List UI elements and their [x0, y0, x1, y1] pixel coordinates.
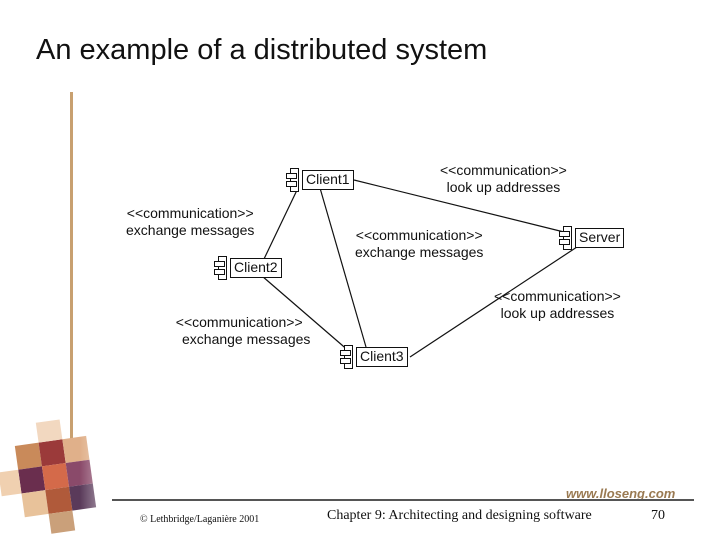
decorative-quilt-graphic	[0, 419, 130, 540]
edge-server-client3	[409, 244, 581, 358]
edge-label-stereotype: <<communication>>	[126, 205, 254, 221]
edge-label-stereotype: <<communication>>	[494, 288, 621, 304]
edge-label-stereotype: <<communication>>	[175, 314, 303, 330]
footer-copyright: © Lethbridge/Laganière 2001	[140, 514, 260, 525]
node-client3-label: Client3	[356, 347, 408, 367]
edge-label-server-client3: <<communication>> look up addresses	[494, 288, 621, 322]
footer-rule	[112, 499, 694, 501]
edge-label-client2-client3: <<communication>> exchange messages	[168, 314, 311, 348]
footer-chapter: Chapter 9: Architecting and designing so…	[327, 508, 592, 523]
edge-client2-client3	[261, 275, 351, 353]
node-server-label: Server	[575, 228, 625, 248]
edge-client1-server	[353, 179, 569, 234]
title-accent-line	[70, 92, 73, 452]
edge-client1-client3	[319, 187, 367, 348]
edge-label-client1-client3: <<communication>> exchange messages	[355, 227, 483, 261]
edge-label-text: exchange messages	[182, 331, 311, 347]
edge-client1-client2	[263, 187, 299, 260]
edge-label-text: look up addresses	[500, 305, 615, 321]
edge-label-text: exchange messages	[355, 244, 484, 260]
edge-label-client1-client2: <<communication>> exchange messages	[126, 205, 254, 239]
edge-label-text: look up addresses	[446, 179, 561, 195]
node-client2-label: Client2	[230, 258, 282, 278]
edge-label-stereotype: <<communication>>	[355, 227, 483, 243]
edge-label-text: exchange messages	[126, 222, 255, 238]
footer-page-number: 70	[651, 508, 665, 523]
footer-url[interactable]: www.lloseng.com	[566, 486, 676, 501]
slide-title: An example of a distributed system	[36, 34, 488, 66]
edge-label-stereotype: <<communication>>	[440, 162, 567, 178]
edge-label-client1-server: <<communication>> look up addresses	[440, 162, 567, 196]
node-client1-label: Client1	[302, 170, 354, 190]
